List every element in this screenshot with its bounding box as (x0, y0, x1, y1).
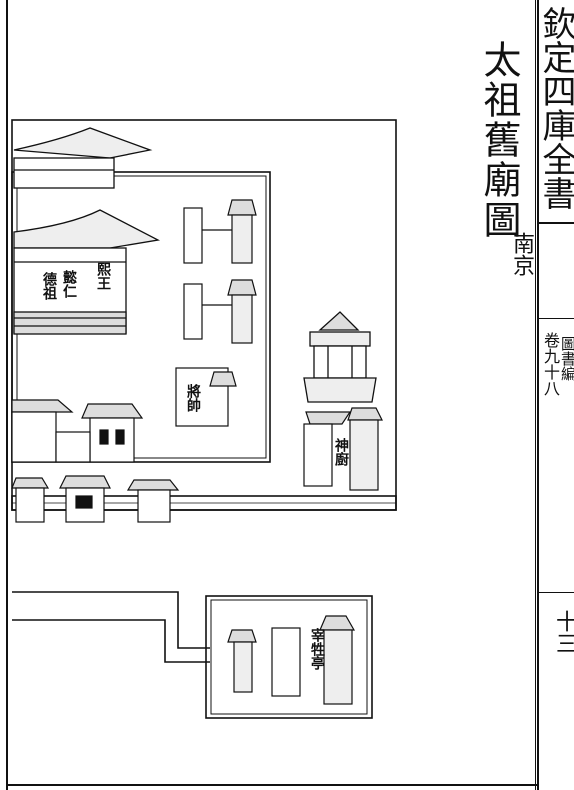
right-margin-rule-inner (535, 0, 536, 790)
page-number: 十三 (552, 610, 574, 654)
left-border (6, 0, 8, 790)
slaughter-yard (205, 595, 373, 719)
location-subtitle: 南京 (509, 232, 534, 276)
banner-divider (537, 222, 574, 224)
bottom-border (6, 784, 537, 786)
fishtail-rule (537, 318, 574, 319)
page-title: 太祖舊廟圖 (477, 40, 521, 240)
label-pavilion-b: 神廚 (333, 438, 349, 466)
label-hall-a: 德祖 (41, 272, 57, 300)
right-margin-rule (537, 0, 539, 790)
label-hall-c: 熙王 (95, 262, 111, 290)
label-hall-b: 懿仁 (61, 270, 77, 298)
volume-number: 卷九十八 (541, 332, 560, 396)
inner-court-outer (11, 171, 271, 463)
collection-banner: 欽定四庫全書 (536, 6, 574, 210)
label-pavilion-c: 宰牲亭 (309, 628, 325, 670)
label-pavilion-a: 將帥 (185, 384, 201, 412)
book-title-label: 圖書編 (559, 336, 574, 381)
page-no-rule (537, 592, 574, 593)
